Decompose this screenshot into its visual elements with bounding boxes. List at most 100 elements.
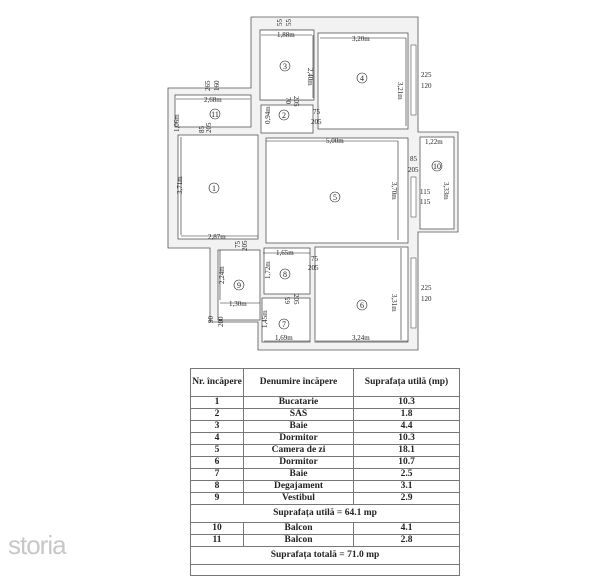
dim-label: 55 (276, 19, 284, 27)
dim-label: 115 (420, 198, 431, 206)
room-number: 7 (190, 468, 244, 481)
room-number: 8 (190, 480, 244, 493)
dimension-lines (176, 34, 408, 342)
dim-label: 115 (420, 188, 431, 196)
room-number: 4 (360, 74, 364, 83)
room-area: 10.7 (353, 456, 460, 469)
room-9 (217, 249, 261, 321)
room-number: 8 (283, 270, 287, 279)
dim-label: 5,00m (326, 137, 344, 145)
dim-label: 205 (311, 118, 322, 126)
dim-label: 3,31m (390, 294, 398, 312)
room-number: 3 (190, 420, 244, 433)
room-name: Vestibul (243, 492, 354, 505)
dim-label: 265 (204, 80, 212, 91)
dim-label: 90 (207, 316, 215, 324)
dim-label: 1,45m (261, 310, 269, 328)
room-number: 4 (190, 432, 244, 445)
dim-label: 225 (421, 284, 432, 292)
room-name: Bucatarie (243, 396, 354, 409)
dim-label: 1,06m (173, 114, 181, 132)
room-area: 18.1 (353, 444, 460, 457)
dim-label: 75 (311, 255, 319, 263)
room-area: 1.8 (353, 408, 460, 421)
room-area: 4.1 (353, 522, 460, 535)
room-name: Baie (243, 420, 354, 433)
room-3 (259, 29, 315, 101)
dim-label: 205 (241, 240, 249, 251)
dim-label: 160 (213, 80, 221, 91)
room-number: 3 (283, 62, 287, 71)
room-number: 5 (190, 444, 244, 457)
header-name: Denumire încăpere (243, 368, 354, 397)
room-area: 10.3 (353, 432, 460, 445)
dim-label: 225 (421, 71, 432, 79)
room-name: Balcon (243, 534, 354, 547)
dim-label: 65 (284, 297, 292, 305)
room-name: SAS (243, 408, 354, 421)
partial-row (190, 564, 460, 576)
room-number: 2 (282, 111, 286, 120)
area-table: Nr. încăpere Denumire încăpere Suprafața… (190, 368, 460, 576)
room-number: 11 (211, 110, 219, 119)
dim-label: 200 (217, 316, 225, 327)
table-header: Nr. încăpere Denumire încăpere Suprafața… (190, 368, 460, 397)
header-area: Suprafața utilă (mp) (353, 368, 460, 397)
dim-label: 3,21m (396, 82, 404, 100)
room-number: 1 (190, 396, 244, 409)
room-10 (419, 136, 455, 230)
dim-label: 70 (284, 97, 292, 105)
room-name: Dormitor (243, 456, 354, 469)
room-area: 2.9 (353, 492, 460, 505)
room-number: 5 (333, 193, 337, 202)
room-area: 3.1 (353, 480, 460, 493)
room-7 (261, 297, 311, 343)
dim-label: 55 (285, 19, 293, 27)
room-number: 10 (433, 162, 441, 171)
dim-label: 3,71m (176, 176, 184, 194)
room-area: 4.4 (353, 420, 460, 433)
dim-label: 2,87m (208, 233, 226, 241)
dim-label: 1,72m (264, 261, 272, 279)
window (410, 257, 417, 329)
total-row: Suprafața totală = 71.0 mp (190, 546, 460, 565)
room-number: 11 (190, 534, 244, 547)
floor-plan: 1 2 3 4 5 6 7 8 9 10 11 55 55 1,88m 3,20… (167, 16, 459, 351)
room-number: 9 (190, 492, 244, 505)
room-number: 1 (212, 184, 216, 193)
subtotal: Suprafața utilă = 64.1 mp (190, 504, 460, 523)
dim-label: 205 (292, 294, 300, 305)
room-1 (177, 134, 259, 240)
dim-label: 3,33m (442, 182, 450, 200)
dim-label: 205 (408, 166, 419, 174)
dim-label: 1,88m (277, 31, 295, 39)
dim-label: 85 (198, 126, 206, 134)
room-number: 10 (190, 522, 244, 535)
room-labels: 1 2 3 4 5 6 7 8 9 10 11 (208, 60, 443, 330)
dim-label: 205 (308, 264, 319, 272)
dim-label: 2,24m (218, 266, 226, 284)
room-number: 7 (282, 320, 286, 329)
room-name: Dormitor (243, 432, 354, 445)
room-11 (174, 94, 252, 128)
storia-watermark: storia (8, 530, 67, 560)
dim-label: 1,69m (275, 334, 293, 342)
dim-label: 2,68m (204, 96, 222, 104)
room-4 (317, 32, 409, 130)
header-nr: Nr. încăpere (190, 368, 244, 397)
room-number: 6 (360, 301, 364, 310)
dim-label: 2,40m (306, 68, 314, 86)
room-5 (265, 137, 409, 244)
dim-label: 205 (205, 122, 213, 133)
dim-label: 1,22m (425, 138, 443, 146)
dim-label: 85 (410, 155, 418, 163)
dim-label: 1,65m (276, 249, 294, 257)
subtotal-row: Suprafața utilă = 64.1 mp (190, 504, 460, 523)
room-number: 9 (237, 281, 241, 290)
